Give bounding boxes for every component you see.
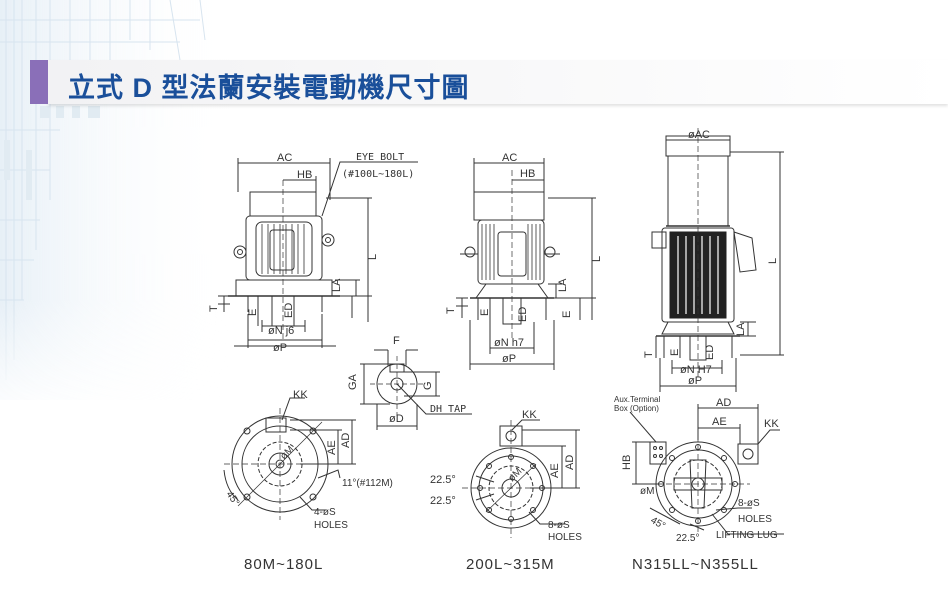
dim-l: L: [367, 254, 379, 260]
dim-e: E: [247, 309, 259, 316]
dim-kk: KK: [293, 389, 308, 401]
dim-ad: AD: [340, 433, 352, 448]
angle-45: 45°: [649, 515, 668, 532]
dim-p: øP: [273, 342, 287, 354]
dim-ad: AD: [564, 455, 576, 470]
dim-la: LA: [331, 278, 343, 292]
holes-label: HOLES: [738, 514, 772, 525]
dim-ad: AD: [716, 397, 731, 409]
eye-bolt-range: (#100L~180L): [342, 169, 414, 180]
dim-g: G: [422, 381, 434, 390]
terminal-box: [737, 443, 759, 465]
holes-count: 8-øS: [548, 520, 570, 531]
lifting-lug-label: LIFTING LUG: [716, 530, 778, 541]
drawing-b-front-view: [462, 419, 580, 538]
aux-terminal-box: [649, 441, 667, 465]
dim-ae: AE: [326, 440, 338, 455]
drawing-b-side-view: [456, 158, 596, 370]
caption-n315ll-n355ll: N315LL~N355LL: [632, 556, 759, 573]
dim-ae: AE: [712, 416, 727, 428]
holes-count: 4-øS: [314, 507, 336, 518]
dim-la: LA: [735, 322, 747, 336]
dim-p: øP: [502, 353, 516, 365]
motor-body: [477, 219, 545, 285]
dim-hb: HB: [520, 168, 535, 180]
dim-kk: KK: [522, 409, 537, 421]
drawing-a-front-view: [223, 397, 356, 520]
dim-ed: ED: [517, 307, 529, 322]
title-bar-background: [48, 60, 948, 104]
eye-bolt-label: EYE BOLT: [356, 152, 404, 163]
dim-n-h7: øN h7: [494, 337, 524, 349]
dim-n-h7: øN H7: [680, 364, 712, 376]
dim-m: øM: [640, 486, 654, 497]
dim-ae: AE: [549, 463, 561, 478]
holes-count: 8-øS: [738, 498, 760, 509]
page-title: 立式 D 型法蘭安裝電動機尺寸圖: [68, 73, 470, 103]
angle-1: 22.5°: [430, 474, 456, 486]
caption-200l-315m: 200L~315M: [466, 556, 555, 573]
dim-e: E: [479, 309, 491, 316]
aux-terminal-label: Aux.Terminal: [614, 395, 660, 404]
drawing-a-side-view: [218, 158, 418, 348]
dim-e: E: [669, 349, 681, 356]
angle-2: 22.5°: [430, 495, 456, 507]
drawing-c-front-view: [629, 404, 784, 535]
caption-80m-180l: 80M~180L: [244, 556, 324, 573]
dim-ed: ED: [704, 345, 716, 360]
dim-f: F: [393, 335, 400, 347]
dim-hb: HB: [621, 455, 633, 470]
dim-hb: HB: [297, 169, 312, 181]
holes-label: HOLES: [548, 532, 582, 543]
dim-e-right: E: [561, 311, 573, 318]
dim-la: LA: [557, 278, 569, 292]
angle-11: 11°(#112M): [342, 478, 393, 489]
dim-ac: AC: [502, 152, 517, 164]
dim-l: L: [591, 256, 603, 262]
terminal-box: [265, 417, 287, 433]
holes-label: HOLES: [314, 520, 348, 531]
terminal-box: [473, 191, 545, 221]
dh-tap-label: DH TAP: [430, 404, 466, 415]
dim-t: T: [208, 305, 220, 312]
dim-d: øD: [389, 413, 404, 425]
dim-ga: GA: [347, 373, 359, 390]
dim-ed: ED: [283, 303, 295, 318]
dim-kk: KK: [764, 418, 779, 430]
dim-t: T: [445, 307, 457, 314]
dim-n-j6: øN j6: [268, 325, 294, 337]
shaft-detail: [360, 349, 472, 430]
angle-22: 22.5°: [676, 533, 699, 544]
dim-l: L: [767, 258, 779, 264]
dim-p: øP: [688, 375, 702, 387]
aux-terminal-option: Box (Option): [614, 404, 659, 413]
title-accent-stripe: [30, 60, 48, 104]
dim-ac: øAC: [688, 129, 710, 141]
dim-ac: AC: [277, 152, 292, 164]
drawing-c-side-view: [651, 128, 784, 392]
dim-t: T: [643, 351, 655, 358]
